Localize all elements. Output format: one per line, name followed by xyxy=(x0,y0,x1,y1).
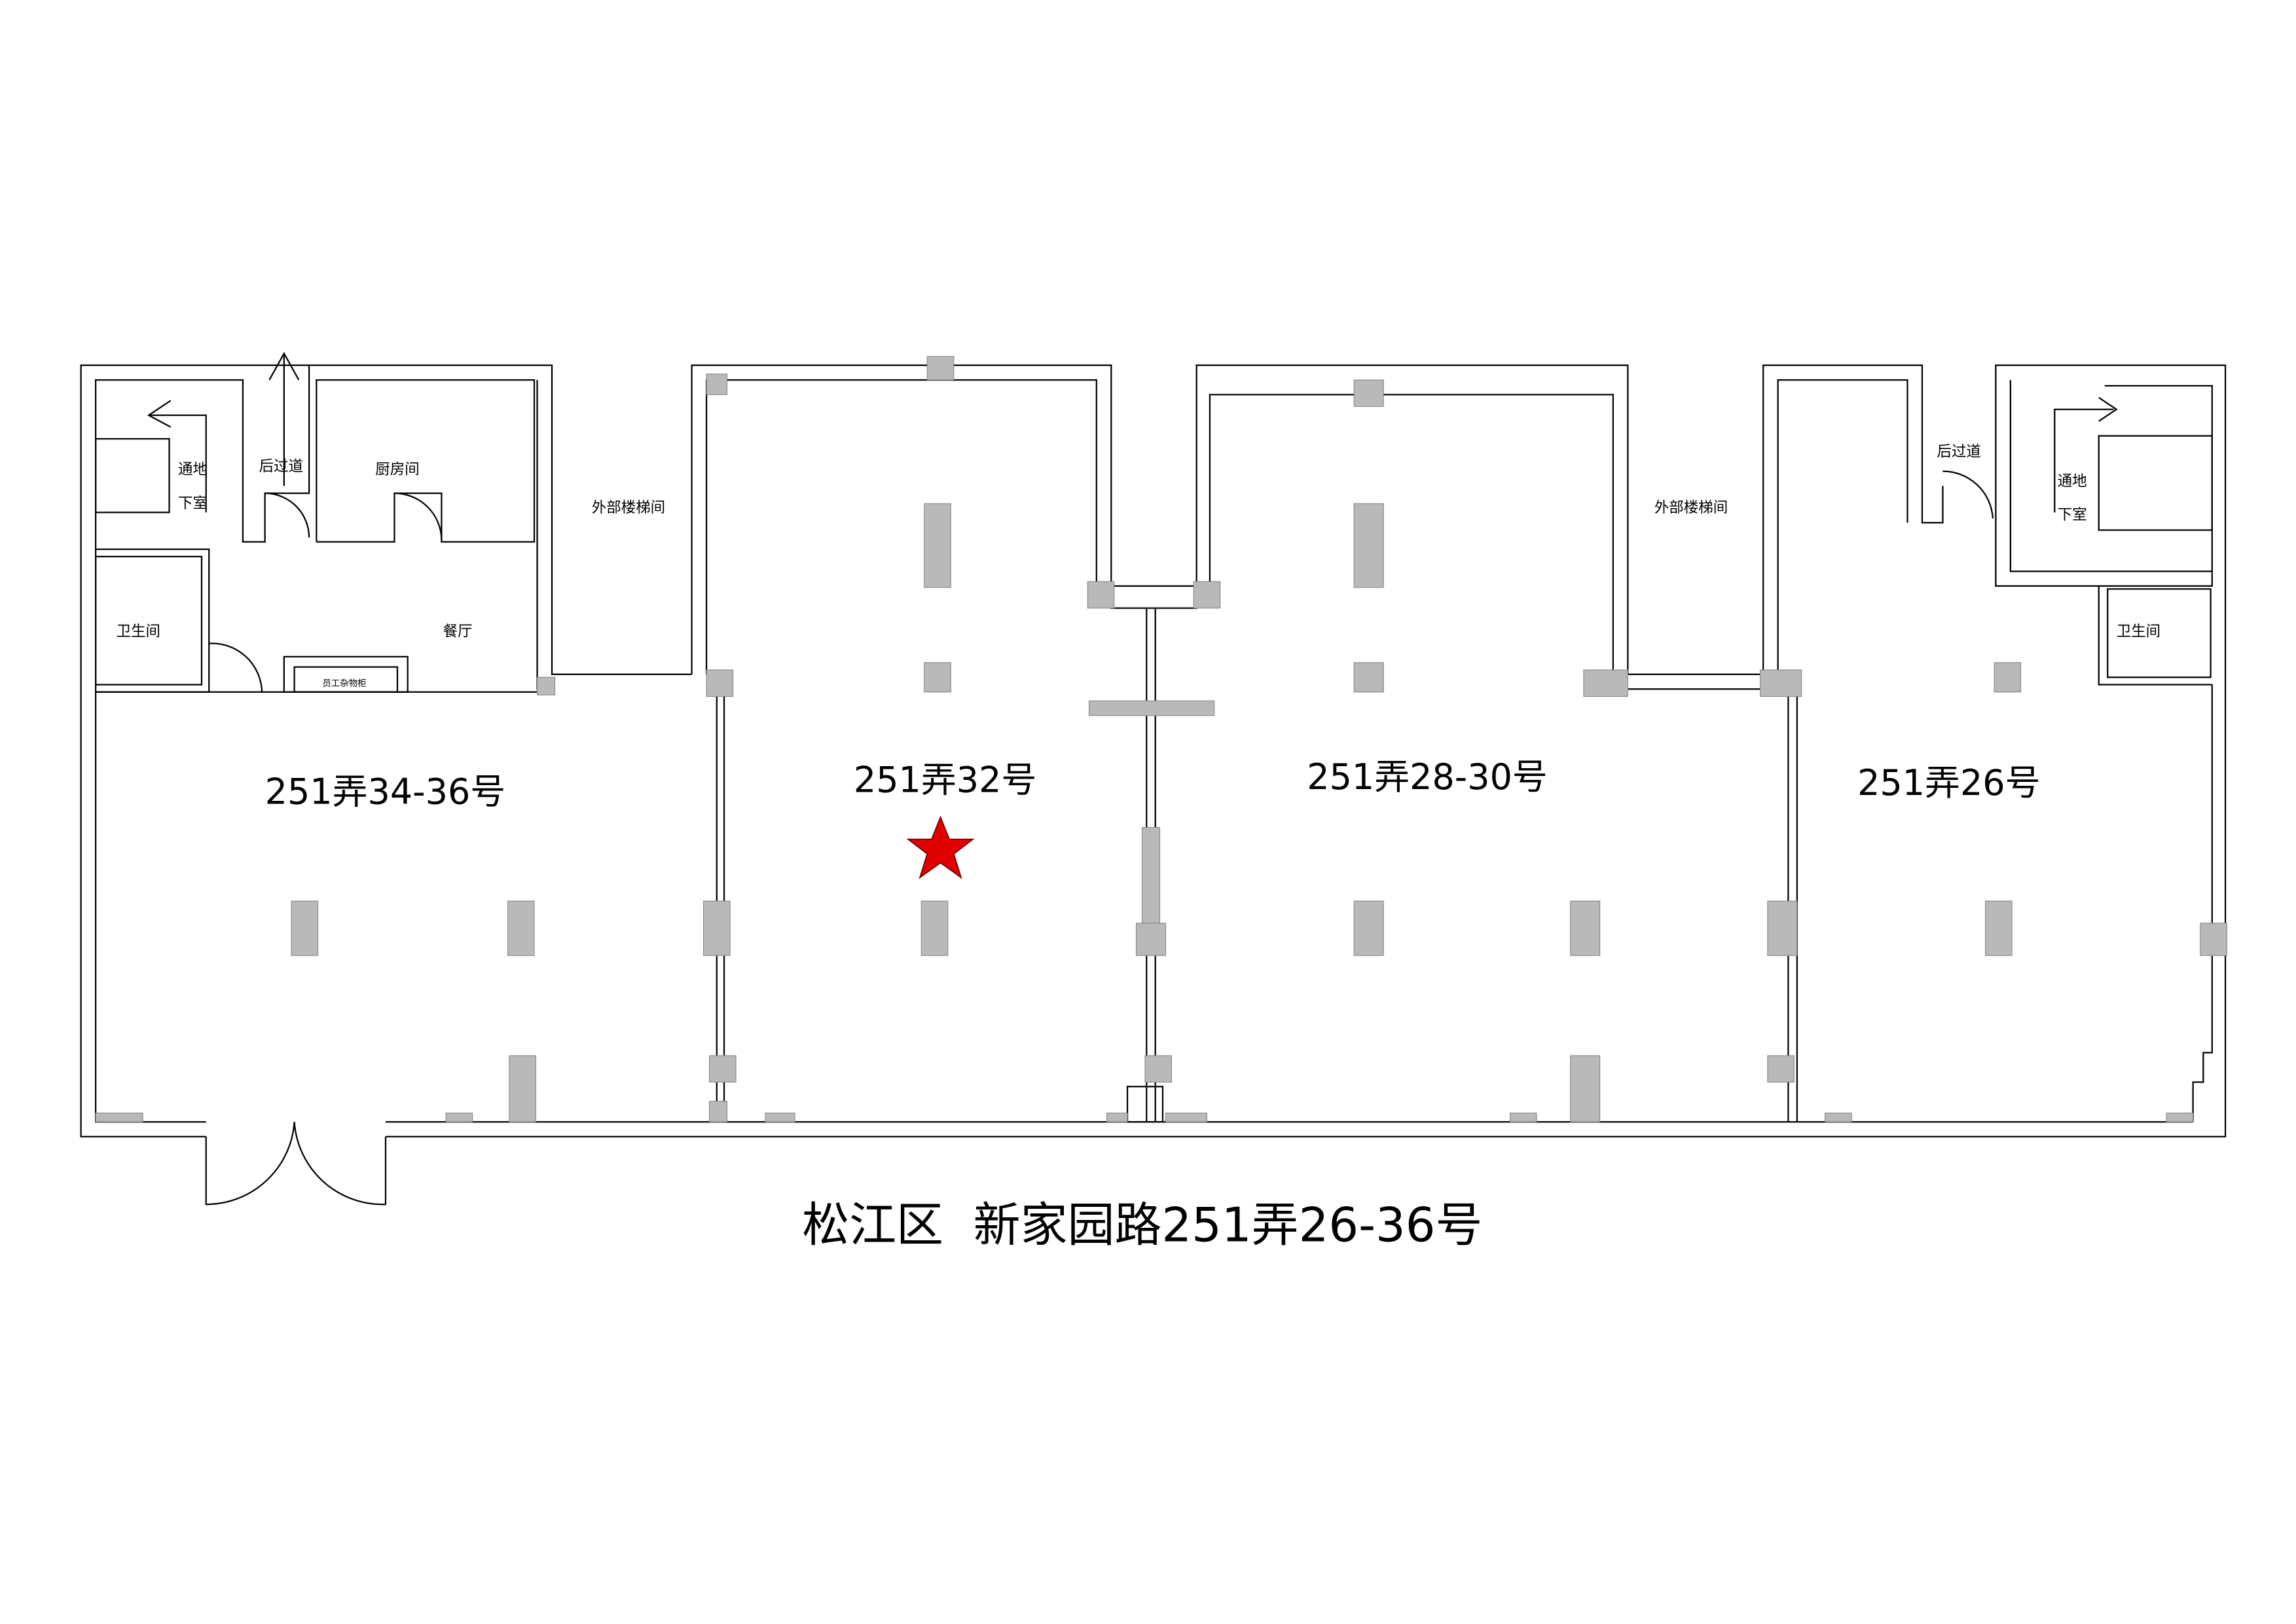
label-external-stair-left: 外部楼梯间 xyxy=(592,500,665,517)
block-26-walls xyxy=(2009,380,2213,1122)
block-34-36-walls xyxy=(80,352,692,1206)
structural-column xyxy=(1509,1113,1537,1122)
label-basement-right-2: 下室 xyxy=(2058,507,2087,524)
columns xyxy=(95,356,2227,1122)
structural-column xyxy=(1825,1113,1852,1122)
structural-column xyxy=(536,676,556,695)
structural-column xyxy=(95,1113,143,1122)
structural-column xyxy=(509,1055,536,1122)
structural-column xyxy=(1106,1113,1128,1122)
structural-column xyxy=(709,1101,728,1122)
location-star-icon xyxy=(906,815,975,879)
structural-column xyxy=(1985,900,2013,956)
structural-column xyxy=(1583,669,1628,697)
structural-column xyxy=(1353,900,1384,956)
structural-column xyxy=(291,900,319,956)
structural-column xyxy=(920,900,949,956)
block-32-walls xyxy=(691,364,1197,1123)
label-toilet-left: 卫生间 xyxy=(117,623,160,640)
structural-column xyxy=(706,669,734,697)
structural-column xyxy=(1165,1113,1207,1122)
structural-column xyxy=(1087,581,1115,609)
structural-column xyxy=(765,1113,795,1122)
structural-column xyxy=(703,900,731,956)
structural-column xyxy=(2200,923,2227,956)
structural-column xyxy=(445,1113,473,1122)
structural-column xyxy=(2166,1113,2194,1122)
structural-column xyxy=(924,662,951,693)
structural-column xyxy=(1570,1055,1601,1122)
label-staff-cabinet: 员工杂物柜 xyxy=(322,678,366,689)
label-basement-right-1: 通地 xyxy=(2058,473,2087,490)
label-basement-left-2: 下室 xyxy=(178,495,208,512)
label-kitchen: 厨房间 xyxy=(375,461,419,478)
label-basement-left-1: 通地 xyxy=(178,461,208,478)
unit-label-32: 251弄32号 xyxy=(854,760,1036,801)
label-dining: 餐厅 xyxy=(443,623,473,640)
unit-label-28-30: 251弄28-30号 xyxy=(1307,756,1548,798)
outer-walls xyxy=(385,364,2227,1137)
structural-column xyxy=(1767,1055,1795,1083)
label-toilet-right: 卫生间 xyxy=(2117,623,2160,640)
structural-column xyxy=(1089,700,1215,716)
structural-column xyxy=(1353,379,1384,407)
structural-column xyxy=(706,373,728,396)
block-28-30-walls xyxy=(1195,364,1994,1122)
unit-label-34-36: 251弄34-36号 xyxy=(265,771,506,813)
label-back-corridor-left: 后过道 xyxy=(259,458,303,475)
structural-column xyxy=(924,503,951,588)
structural-column xyxy=(1353,662,1384,693)
structural-column xyxy=(507,900,535,956)
unit-label-26: 251弄26号 xyxy=(1857,762,2040,803)
structural-column xyxy=(709,1055,737,1083)
structural-column xyxy=(1135,923,1167,956)
label-external-stair-right: 外部楼梯间 xyxy=(1654,500,1728,517)
structural-column xyxy=(1767,900,1798,956)
label-back-corridor-right: 后过道 xyxy=(1937,443,1980,460)
structural-column xyxy=(926,356,955,380)
structural-column xyxy=(1994,662,2022,693)
structural-column xyxy=(1760,669,1802,697)
structural-column xyxy=(1353,503,1384,588)
structural-column xyxy=(1193,581,1221,609)
structural-column xyxy=(1570,900,1601,956)
plan-title: 松江区 新家园路251弄26-36号 xyxy=(802,1197,1482,1252)
structural-column xyxy=(1144,1055,1173,1083)
